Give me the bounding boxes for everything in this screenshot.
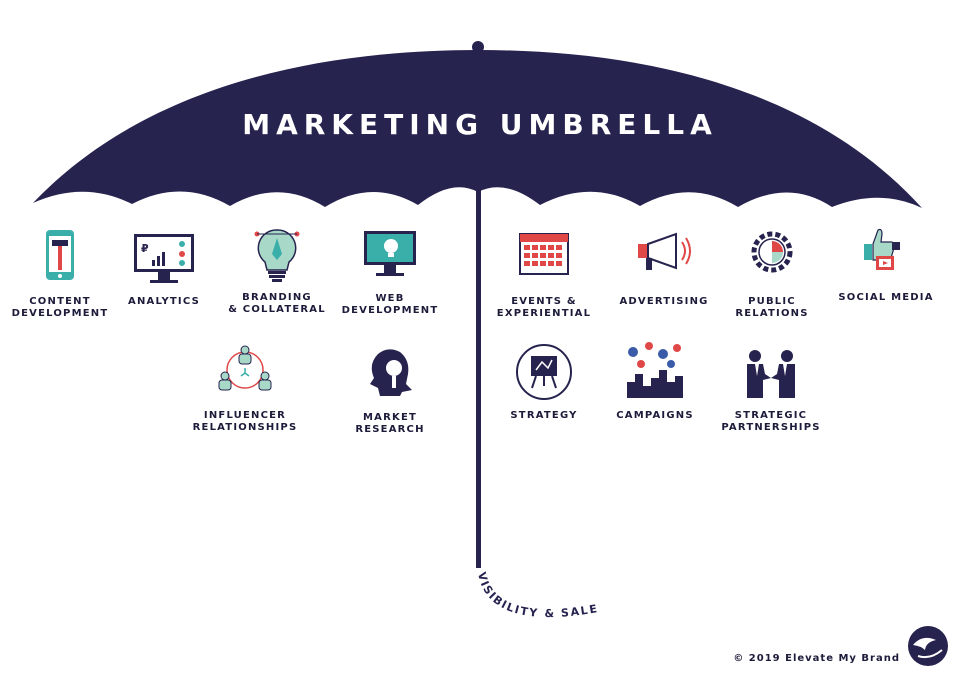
service-label: STRATEGY (510, 410, 578, 421)
city-likes-icon (627, 342, 683, 398)
service-label: ADVERTISING (619, 296, 709, 307)
service-label: MARKET RESEARCH (355, 412, 425, 435)
service-label: INFLUENCER RELATIONSHIPS (192, 410, 298, 433)
umbrella-tip (472, 41, 484, 53)
calendar-icon (519, 233, 569, 275)
service-label: EVENTS & EXPERIENTIAL (496, 296, 592, 319)
gear-pie-icon (751, 231, 793, 273)
head-magnifier-icon (370, 349, 412, 396)
service-label: SOCIAL MEDIA (838, 292, 934, 303)
handshake-icon (747, 350, 795, 398)
service-label: STRATEGIC PARTNERSHIPS (721, 410, 821, 433)
diagram-title: MARKETING UMBRELLA (242, 108, 718, 141)
umbrella-canopy (33, 50, 922, 208)
smartphone-hammer-icon (46, 230, 74, 280)
people-network-icon (218, 345, 272, 391)
service-label: BRANDING & COLLATERAL (228, 292, 326, 315)
svg-text:₽: ₽ (141, 242, 149, 255)
copyright-text: © 2019 Elevate My Brand (733, 653, 900, 664)
service-label: ANALYTICS (128, 296, 200, 307)
lightbulb-pen-icon (254, 229, 300, 282)
monitor-lightbulb-icon (364, 231, 416, 276)
presentation-board-icon (516, 344, 572, 400)
service-label: PUBLIC RELATIONS (735, 296, 809, 319)
monitor-chart-icon: ₽ (134, 234, 194, 283)
service-label: WEB DEVELOPMENT (341, 293, 439, 316)
thumbs-up-social-icon (864, 228, 900, 270)
brand-logo (908, 626, 948, 666)
service-label: CAMPAIGNS (616, 410, 694, 421)
umbrella-shaft (476, 180, 481, 568)
megaphone-icon (638, 232, 691, 270)
service-label: CONTENT DEVELOPMENT (11, 296, 109, 319)
